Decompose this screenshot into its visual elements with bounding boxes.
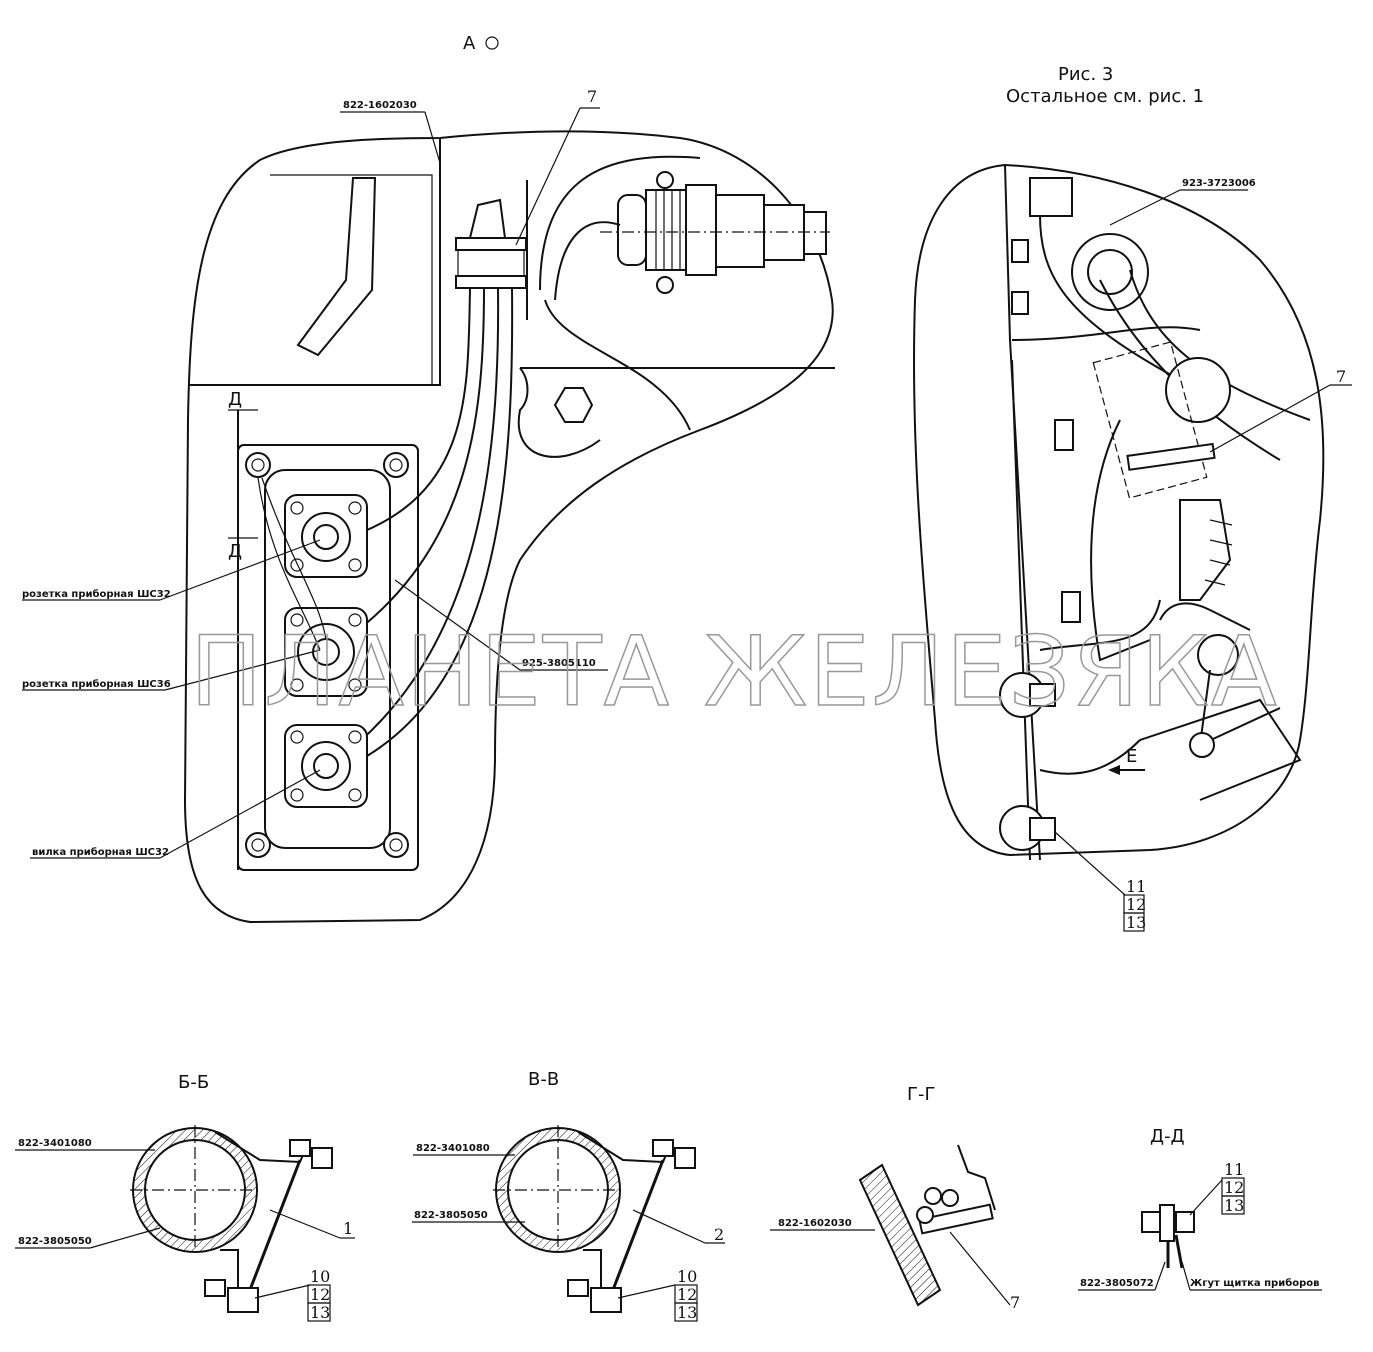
section-v-clamp-label: 822-3401080 bbox=[416, 1143, 490, 1154]
socket-shs32-icon bbox=[284, 494, 368, 578]
section-d-part-label: 822-3805072 bbox=[1080, 1278, 1154, 1289]
fig3-pos-11: 11 bbox=[1126, 877, 1146, 896]
figure-caption: Рис. 3 bbox=[1058, 64, 1113, 85]
socket-shs32-label: розетка приборная ШС32 bbox=[22, 588, 171, 600]
figure-3-outline bbox=[913, 163, 1325, 857]
section-g-title: Г-Г bbox=[907, 1084, 935, 1105]
section-b-pos: 1 bbox=[343, 1219, 353, 1238]
pos-7-label: 7 bbox=[587, 87, 597, 106]
plug-shs32-icon bbox=[284, 724, 368, 808]
section-d-pos-13: 13 bbox=[1224, 1196, 1244, 1215]
harness-part-label: 923-3723006 bbox=[1182, 178, 1256, 189]
section-d-pos-12: 12 bbox=[1224, 1178, 1244, 1197]
section-v-tube-label: 822-3805050 bbox=[414, 1210, 488, 1221]
section-g-pos-7: 7 bbox=[1010, 1293, 1020, 1312]
section-b: Б-Б 822-3401080 822-3805050 1 10 12 13 bbox=[15, 1072, 355, 1322]
socket-shs36-label: розетка приборная ШС36 bbox=[22, 678, 171, 690]
section-b-pos-10: 10 bbox=[310, 1267, 330, 1286]
section-v-pos-12: 12 bbox=[677, 1285, 697, 1304]
section-b-pos-12: 12 bbox=[310, 1285, 330, 1304]
section-d: Д-Д 11 12 13 822-3805072 Жгут щитка приб… bbox=[1078, 1126, 1322, 1291]
section-b-title: Б-Б bbox=[178, 1072, 209, 1093]
view-a-title: А bbox=[463, 33, 476, 54]
section-g: Г-Г 822-1602030 7 bbox=[770, 1084, 1020, 1312]
view-a-outline bbox=[183, 130, 834, 924]
view-rotation-icon bbox=[485, 36, 499, 50]
cut-mark-top: Д bbox=[228, 389, 242, 410]
section-b-tube-label: 822-3805050 bbox=[18, 1236, 92, 1247]
plug-shs32-label: вилка приборная ШС32 bbox=[32, 846, 169, 858]
section-b-clamp-label: 822-3401080 bbox=[18, 1138, 92, 1149]
section-v: В-В 822-3401080 822-3805050 2 10 12 13 bbox=[412, 1069, 725, 1322]
figure-note: Остальное см. рис. 1 bbox=[1006, 86, 1204, 107]
round-connector-icon bbox=[600, 171, 830, 294]
section-v-pos-13: 13 bbox=[677, 1303, 697, 1322]
cut-mark-bottom: Д bbox=[228, 541, 242, 562]
socket-shs36-icon bbox=[284, 607, 368, 697]
view-a: А 822-1602030 7 bbox=[22, 33, 835, 924]
section-d-pos-11: 11 bbox=[1224, 1160, 1244, 1179]
panel-part-label: 925-3805110 bbox=[522, 658, 596, 669]
fig3-pos-12: 12 bbox=[1126, 895, 1146, 914]
hex-nut-icon bbox=[553, 387, 594, 423]
section-g-bracket-label: 822-1602030 bbox=[778, 1218, 852, 1229]
section-v-pos: 2 bbox=[714, 1225, 724, 1244]
arrow-e-label: Е bbox=[1126, 746, 1137, 767]
watermark: ПЛАНЕТА ЖЕЛЕЗЯКА bbox=[190, 616, 1279, 728]
bracket-part-label: 822-1602030 bbox=[343, 100, 417, 111]
section-v-title: В-В bbox=[528, 1069, 559, 1090]
figure-3: Рис. 3 Остальное см. рис. 1 bbox=[913, 64, 1352, 932]
section-d-harness-label: Жгут щитка приборов bbox=[1190, 1277, 1319, 1289]
fig3-pos-7-label: 7 bbox=[1336, 367, 1346, 386]
fig3-pos-13: 13 bbox=[1126, 913, 1146, 932]
section-d-title: Д-Д bbox=[1150, 1126, 1185, 1147]
section-b-pos-13: 13 bbox=[310, 1303, 330, 1322]
section-v-pos-10: 10 bbox=[677, 1267, 697, 1286]
